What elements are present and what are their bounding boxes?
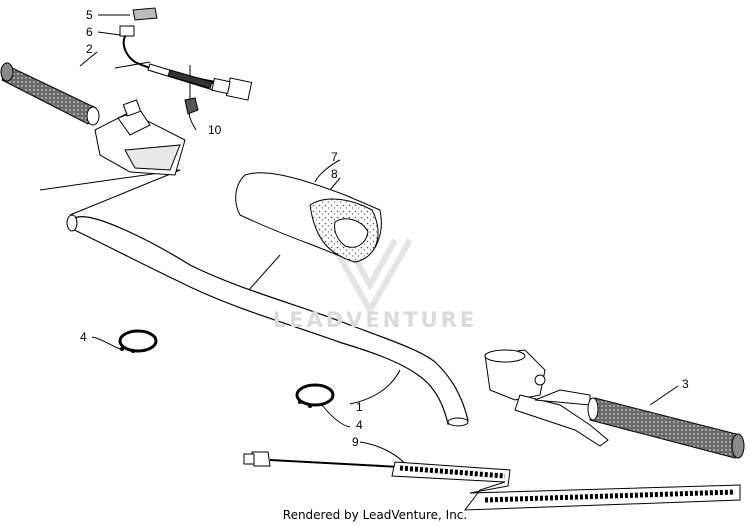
- callout-6: 6: [86, 25, 93, 39]
- callout-4-right: 4: [356, 418, 363, 432]
- callout-4-left: 4: [80, 330, 87, 344]
- callout-3: 3: [682, 377, 689, 391]
- handlebar: [66, 214, 469, 427]
- callout-10: 10: [208, 123, 222, 137]
- left-grip: [0, 62, 100, 126]
- callout-2: 2: [86, 42, 93, 56]
- callout-1: 1: [356, 400, 363, 414]
- clamp-ring-right: [295, 383, 335, 408]
- pad-part: [132, 7, 158, 21]
- callout-9: 9: [352, 435, 359, 449]
- clamp-ring-left: [118, 329, 158, 353]
- right-grip: [587, 397, 745, 459]
- heater-element: [243, 451, 741, 511]
- callout-8: 8: [331, 167, 338, 181]
- brake-master-cylinder: [484, 349, 609, 447]
- switch-housing: [94, 99, 186, 176]
- watermark-text: LEADVENTURE: [272, 308, 478, 332]
- callout-7: 7: [331, 150, 338, 164]
- wiring-harness: [119, 25, 253, 115]
- callout-5: 5: [86, 8, 93, 22]
- handlebar-pad: [235, 172, 382, 263]
- footer-credit: Rendered by LeadVenture, Inc.: [282, 508, 468, 522]
